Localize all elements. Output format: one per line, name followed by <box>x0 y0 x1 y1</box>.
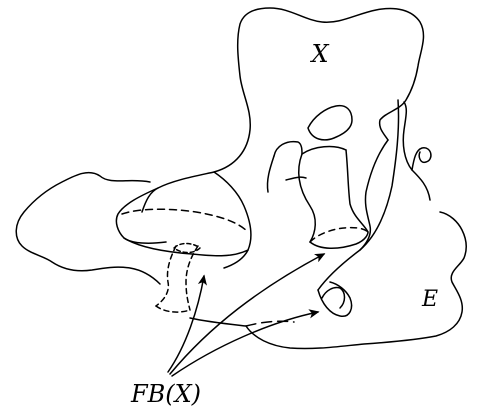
pillar-bottom-rim-front <box>309 231 369 249</box>
arrow-to-bulb <box>171 309 320 377</box>
left-pillar-bottom-rim-back <box>121 208 249 233</box>
hourglass-top-rim <box>173 242 201 254</box>
label-x: X <box>309 40 329 68</box>
hourglass-bottom <box>155 305 191 313</box>
cusp-left-edge <box>359 139 389 251</box>
bulb-rim <box>321 286 346 309</box>
hourglass-right <box>185 245 199 311</box>
cap-piece <box>307 104 353 141</box>
cusp-right-edge <box>402 101 431 201</box>
cusp-loop <box>411 147 432 171</box>
left-pillar-right-edge <box>213 171 252 269</box>
pillar-right-edge <box>345 149 369 233</box>
lower-dashed-seam <box>245 320 295 327</box>
left-pillar-bottom-rim-front <box>123 237 249 257</box>
arrow-to-pillar <box>169 253 326 375</box>
sweep-curve <box>317 99 400 291</box>
label-e: E <box>421 287 438 312</box>
pillar-top-lip <box>301 145 347 155</box>
inner-notch <box>266 155 275 193</box>
bulb-body <box>317 281 353 317</box>
cap-stem <box>273 140 303 157</box>
cap-edge <box>285 176 307 181</box>
hourglass-left <box>155 245 177 307</box>
region-x <box>141 7 425 213</box>
pillar-bottom-rim-back <box>309 226 369 243</box>
left-pillar-left-edge <box>115 187 167 244</box>
region-e-left-lobe <box>15 171 161 285</box>
region-e-right-lobe <box>189 211 467 350</box>
arrow-to-hourglass <box>167 274 207 373</box>
pillar-left-edge <box>297 153 316 243</box>
label-fbx: FB(X) <box>130 380 201 408</box>
